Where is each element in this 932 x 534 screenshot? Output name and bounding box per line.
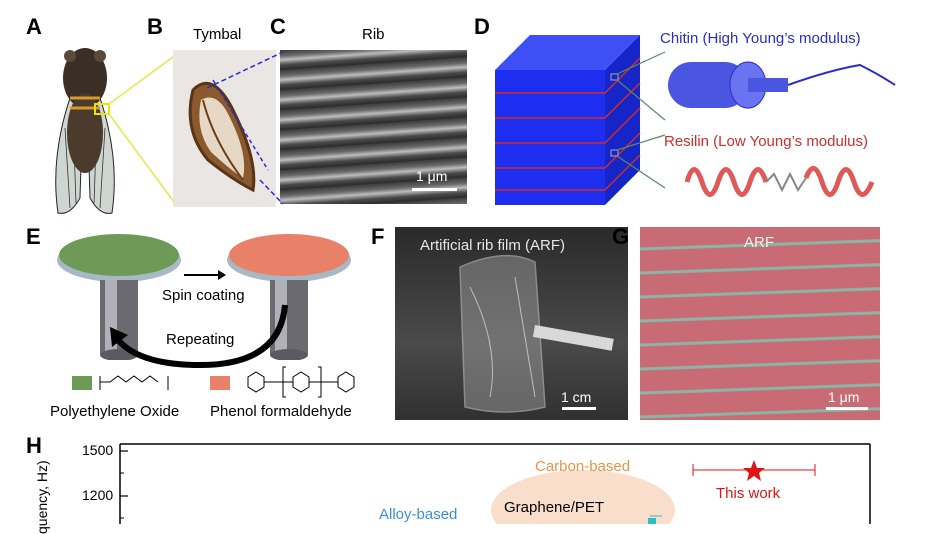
process-arrows	[110, 270, 288, 369]
arf-photo-title: Artificial rib film (ARF)	[420, 237, 565, 254]
chitin-fiber-icon	[668, 61, 896, 109]
arf-photo-scale-label: 1 cm	[561, 389, 592, 405]
panel-label-b: B	[147, 14, 163, 39]
pf-swatch	[210, 376, 230, 390]
tymbal-image	[173, 50, 276, 207]
h-ylabel: quency, Hz)	[34, 460, 50, 534]
peo-label: Polyethylene Oxide	[50, 403, 180, 420]
tymbal-title: Tymbal	[193, 26, 242, 43]
this-work-label: This work	[716, 485, 781, 502]
rib-sem-image	[280, 50, 467, 204]
pf-structure	[247, 366, 355, 398]
alloy-based-label: Alloy-based	[379, 506, 458, 523]
panel-label-f: F	[371, 224, 385, 249]
panel-label-d: D	[474, 14, 490, 39]
panel-label-g: G	[612, 224, 630, 249]
spin-coating-label: Spin coating	[162, 287, 245, 304]
arf-sem-scale-label: 1 μm	[828, 389, 860, 405]
rib-scale-bar	[412, 188, 457, 191]
chitin-label: Chitin (High Young’s modulus)	[660, 30, 861, 47]
repeating-label: Repeating	[166, 331, 235, 348]
graphene-pet-label: Graphene/PET	[504, 499, 605, 516]
peo-swatch	[72, 376, 92, 390]
resilin-label: Resilin (Low Young’s modulus)	[664, 133, 869, 150]
zoom-lines-bc	[206, 51, 284, 205]
arf-sem-image	[640, 227, 880, 420]
zoom-lines-ab	[108, 53, 178, 207]
h-chart-axes	[119, 443, 871, 524]
resilin-spring-icon	[684, 166, 875, 197]
layered-block-diagram	[495, 35, 641, 205]
arf-photo	[395, 227, 628, 420]
arf-sem-title: ARF	[744, 234, 774, 251]
h-ytick-1200: 1200	[82, 487, 114, 503]
d-callout-lines	[616, 51, 666, 189]
pf-label: Phenol formaldehyde	[210, 403, 352, 420]
carbon-based-label: Carbon-based	[535, 458, 631, 475]
arf-photo-scale-bar	[562, 407, 596, 410]
panel-label-h: H	[26, 433, 42, 458]
h-ytick-1500: 1500	[82, 442, 114, 458]
cicada-image	[55, 48, 115, 214]
rib-title: Rib	[362, 26, 385, 43]
panel-label-a: A	[26, 14, 42, 39]
rib-scale-label: 1 μm	[416, 168, 448, 184]
arf-sem-scale-bar	[826, 407, 868, 410]
peo-structure	[99, 375, 169, 390]
panel-label-c: C	[270, 14, 286, 39]
panel-label-e: E	[26, 224, 41, 249]
